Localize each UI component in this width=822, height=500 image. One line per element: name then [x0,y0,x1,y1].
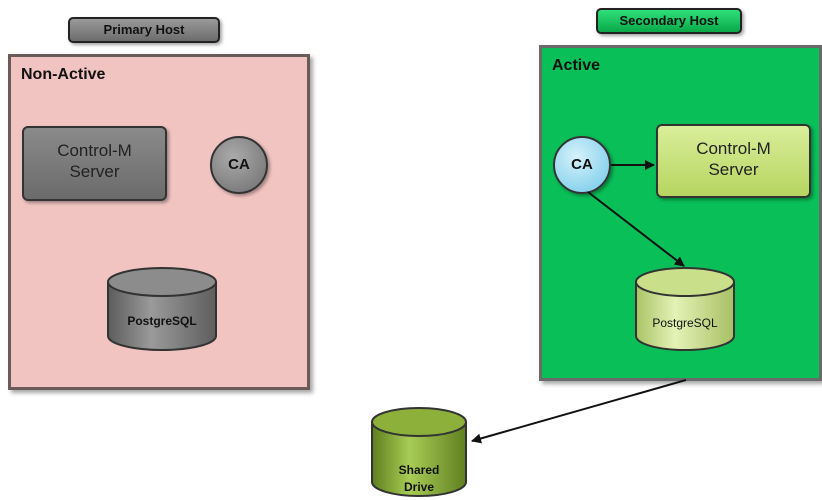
secondary-ca-node: CA [553,136,611,194]
primary-state-label: Non-Active [21,66,106,83]
primary-db-label: PostgreSQL [127,314,197,328]
secondary-control-m-server: Control-M Server [656,124,811,198]
ca-to-db-arrow [587,191,685,267]
primary-server-label: Control-M Server [57,141,132,181]
primary-postgresql-db: PostgreSQL [106,266,218,352]
secondary-db-label: PostgreSQL [652,316,718,330]
secondary-server-label: Control-M Server [696,139,771,179]
shared-drive-db: Shared Drive [370,406,468,498]
primary-ca-node: CA [210,136,268,194]
shared-drive-label: Shared Drive [398,463,440,494]
secondary-state-label: Active [552,57,601,74]
database-cylinder-icon [107,267,217,351]
database-cylinder-icon [635,267,735,351]
primary-control-m-server: Control-M Server [22,126,167,201]
database-cylinder-icon [371,407,467,497]
primary-host-tab: Primary Host [68,17,220,43]
host-to-shared-drive-arrow [471,379,687,444]
secondary-host-tab: Secondary Host [596,8,742,34]
secondary-postgresql-db: PostgreSQL [634,266,736,352]
